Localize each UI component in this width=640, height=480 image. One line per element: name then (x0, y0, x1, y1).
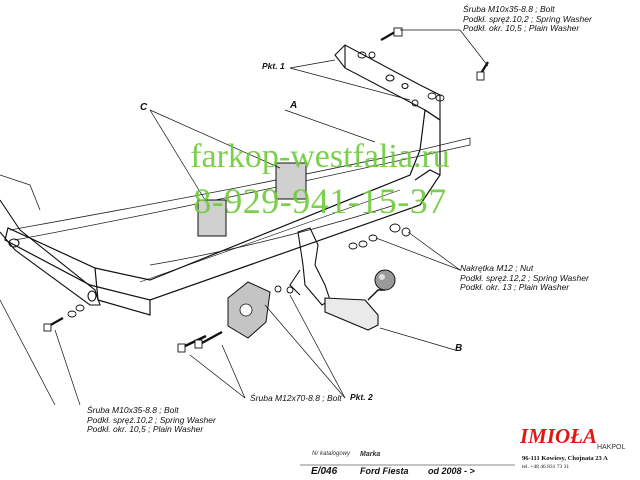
catalog-label: Nr katalogowy (312, 451, 351, 457)
manufacturer-subtext: HAKPOL (597, 444, 626, 451)
callout-bolt-left-line2: Podkł. spręż.10,2 ; Spring Washer (87, 414, 216, 425)
watermark-phone: 8-929-941-15-37 (193, 181, 447, 221)
left-bracket-arm (0, 199, 101, 306)
center-bracket (289, 227, 331, 306)
catalog-value: E/046 (311, 466, 338, 477)
callout-bolt-left: Śruba M10x35-8.8 ; Bolt Podkł. spręż.10,… (87, 405, 216, 435)
year-value: od 2008 - > (428, 466, 475, 476)
right-bracket-arm (334, 44, 441, 122)
bumper-outline (0, 137, 471, 266)
brand-value: Ford Fiesta (360, 466, 409, 476)
leader-lines (0, 29, 489, 406)
watermark-site: farkop-westfalia.ru (190, 138, 450, 175)
fasteners (43, 27, 489, 353)
callout-bolt-top-line3: Podkł. okr. 10,5 ; Plain Washer (463, 23, 580, 33)
manufacturer-address-block: 96-111 Kowiesy, Chojnata 23 A tel. +48 4… (522, 455, 608, 471)
part-letter-a: A (290, 100, 298, 111)
callout-nut-line2: Podkł. spręż.12,2 ; Spring Washer (460, 272, 589, 283)
socket-plate (227, 281, 271, 339)
callout-bolt-left-line3: Podkł. okr. 10,5 ; Plain Washer (87, 424, 204, 434)
callout-nut-line1: Nakrętka M12 ; Nut (460, 263, 534, 273)
tow-ball-assembly (324, 269, 396, 331)
brand-label: Marka (360, 451, 381, 458)
part-letter-b: B (455, 343, 463, 354)
callout-bolt-m12: Śruba M12x70-8.8 ; Bolt (250, 393, 342, 403)
callout-nut: Nakrętka M12 ; Nut Podkł. spręż.12,2 ; S… (460, 263, 589, 293)
manufacturer-logo: IMIOŁA (520, 424, 598, 448)
callout-pkt2: Pkt. 2 (350, 392, 373, 402)
callout-bolt-top: Śruba M10x35-8.8 ; Bolt Podkł. spręż.10,… (463, 4, 592, 34)
callout-bolt-left-line1: Śruba M10x35-8.8 ; Bolt (87, 405, 179, 415)
callout-nut-line3: Podkł. okr. 13 ; Plain Washer (460, 282, 570, 292)
manufacturer-address: 96-111 Kowiesy, Chojnata 23 A (522, 455, 608, 462)
spacer-pads (197, 162, 307, 237)
part-letter-c: C (140, 102, 148, 113)
callout-bolt-top-line1: Śruba M10x35-8.8 ; Bolt (463, 4, 555, 14)
callout-pkt1: Pkt. 1 (262, 61, 285, 71)
callout-bolt-top-line2: Podkł. spręż.10,2 ; Spring Washer (463, 13, 592, 24)
manufacturer-phone: tel. +48 46 831 73 31 (522, 464, 570, 470)
